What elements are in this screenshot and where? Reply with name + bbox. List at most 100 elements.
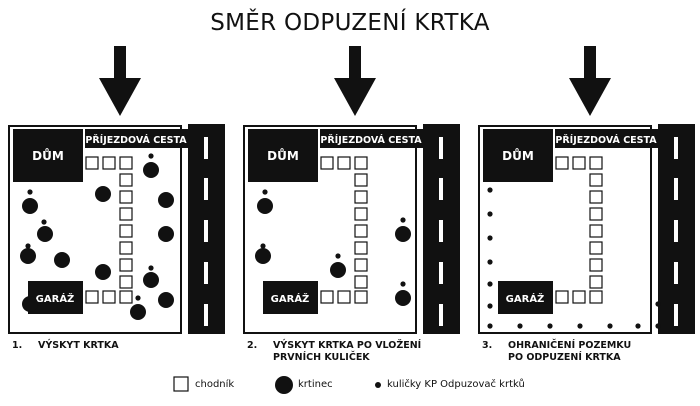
garage-label: GARÁŽ [506,292,545,305]
molehill [395,290,411,306]
driveway-label: PŘÍJEZDOVÁ CESTA [555,134,657,146]
molehill [95,264,111,280]
sidewalk-tile [320,156,334,170]
repellent-ball [41,219,47,225]
sidewalk-tile [119,258,133,272]
repellent-ball [487,303,493,309]
road-marking [674,178,678,200]
driveway [555,129,658,148]
caption-3-line-2: PO ODPUZENÍ KRTKA [508,352,621,363]
house-label: DŮM [502,148,534,163]
sidewalk-tile [337,290,351,304]
garage [28,281,83,314]
repellent-ball [25,243,31,249]
road-marking [439,220,443,242]
house [248,129,318,182]
repellent-ball [487,211,493,217]
repellent-ball [487,187,493,193]
direction-arrow-shaft [349,46,361,78]
sidewalk-tile [119,156,133,170]
sidewalk-tile [354,224,368,238]
sidewalk-tile [589,241,603,255]
road-marking [674,262,678,284]
repellent-ball [607,323,613,329]
driveway [85,129,188,148]
house-label: DŮM [32,148,64,163]
house [13,129,83,182]
caption-3-number: 3. [482,340,493,351]
legend-ball-label: kuličky KP Odpuzovač krtků [387,379,525,390]
direction-arrow-head [334,78,376,116]
sidewalk-tile [119,224,133,238]
caption-2-line-1: VÝSKYT KRTKA PO VLOŽENÍ [273,340,422,351]
repellent-ball [135,295,141,301]
road-marking [204,178,208,200]
sidewalk-tile [354,241,368,255]
road-marking [204,137,208,159]
sidewalk-tile [354,173,368,187]
sidewalk-tile [589,290,603,304]
sidewalk-tile [119,207,133,221]
sidewalk-tile [119,190,133,204]
sidewalk-tile [354,258,368,272]
legend-ball-swatch [375,382,381,388]
repellent-ball [27,189,33,195]
repellent-ball [577,323,583,329]
sidewalk-tile [555,156,569,170]
repellent-ball [148,153,154,159]
sidewalk-tile [572,156,586,170]
house-label: DŮM [267,148,299,163]
repellent-ball [487,259,493,265]
sidewalk-tile [589,224,603,238]
sidewalk-tile [354,207,368,221]
repellent-ball [517,323,523,329]
direction-arrow-head [99,78,141,116]
direction-arrow-shaft [584,46,596,78]
direction-arrow-shaft [114,46,126,78]
repellent-ball [335,253,341,259]
garage [263,281,318,314]
road-marking [439,262,443,284]
repellent-ball [487,281,493,287]
driveway-label: PŘÍJEZDOVÁ CESTA [320,134,422,146]
molehill [130,304,146,320]
repellent-ball [148,265,154,271]
road-marking [204,304,208,326]
house [483,129,553,182]
road-marking [439,304,443,326]
legend [173,376,381,394]
repellent-ball [400,217,406,223]
sidewalk-tile [102,290,116,304]
sidewalk-tile [320,290,334,304]
repellent-ball [655,323,661,329]
panel-2: PŘÍJEZDOVÁ CESTA DŮM GARÁŽ [243,46,460,334]
direction-arrow-head [569,78,611,116]
sidewalk-tile [102,156,116,170]
sidewalk-tile [337,156,351,170]
sidewalk-tile [119,275,133,289]
driveway-label: PŘÍJEZDOVÁ CESTA [85,134,187,146]
sidewalk-tile [555,290,569,304]
molehill [158,192,174,208]
road-marking [674,137,678,159]
caption-1-line-1: VÝSKYT KRTKA [38,340,119,351]
garage-label: GARÁŽ [271,292,310,305]
repellent-ball [260,243,266,249]
repellent-ball [487,323,493,329]
sidewalk-tile [589,156,603,170]
yard-border [478,125,652,334]
driveway [320,129,423,148]
repellent-ball [655,301,661,307]
road-marking [674,220,678,242]
repellent-ball [400,281,406,287]
sidewalk-tile [85,156,99,170]
diagram-title: SMĚR ODPUZENÍ KRTKA [210,10,490,36]
sidewalk-tile [354,190,368,204]
garage [498,281,553,314]
repellent-ball [487,235,493,241]
panel-3: PŘÍJEZDOVÁ CESTA DŮM GARÁŽ [478,46,695,334]
sidewalk-tile [589,207,603,221]
legend-path-swatch [173,376,189,392]
